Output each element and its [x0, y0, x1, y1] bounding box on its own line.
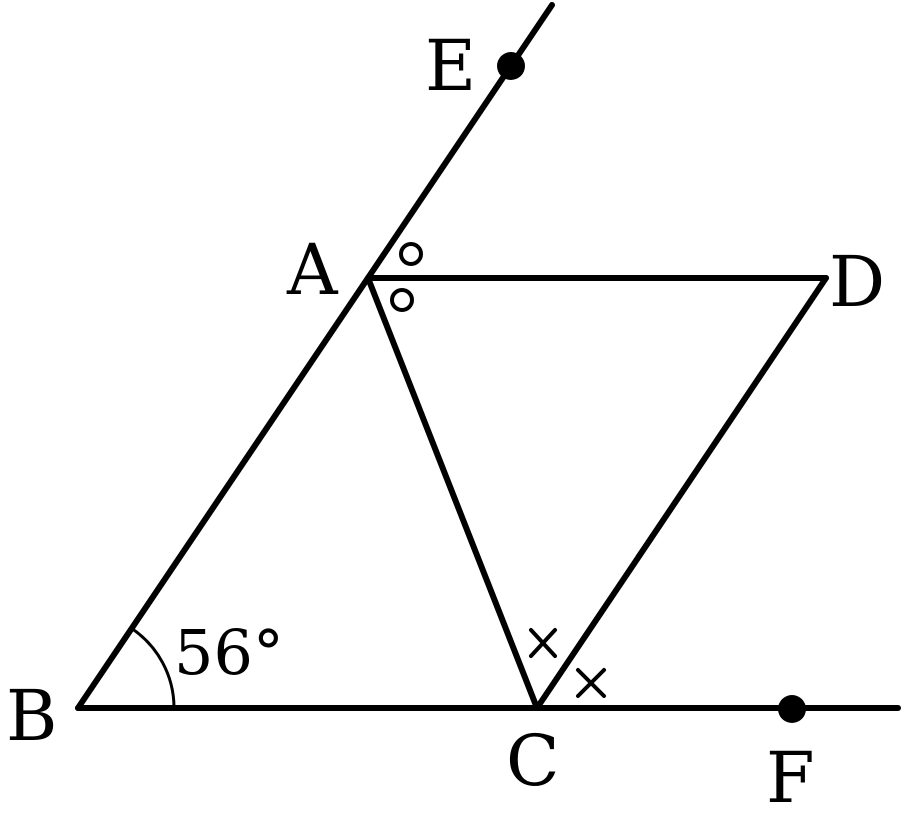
- label-c: C: [506, 720, 560, 802]
- point-f-dot: [778, 695, 806, 723]
- angle-mark-circle-lower: [390, 288, 414, 312]
- label-d: D: [829, 241, 885, 323]
- label-a: A: [286, 229, 339, 311]
- segment-c-d: [534, 275, 829, 711]
- label-f: F: [766, 737, 815, 819]
- angle-label-b: 56°: [174, 616, 284, 689]
- label-e: E: [425, 25, 476, 107]
- angle-mark-circle-upper: [399, 242, 423, 266]
- angle-arc-b: [130, 626, 176, 709]
- ray-b-to-e: [75, 2, 555, 711]
- point-e-dot: [497, 52, 525, 80]
- angle-mark-cross-right: [576, 668, 606, 698]
- label-b: B: [6, 675, 57, 757]
- angle-mark-cross-left: [529, 628, 557, 658]
- segment-a-c: [365, 275, 540, 711]
